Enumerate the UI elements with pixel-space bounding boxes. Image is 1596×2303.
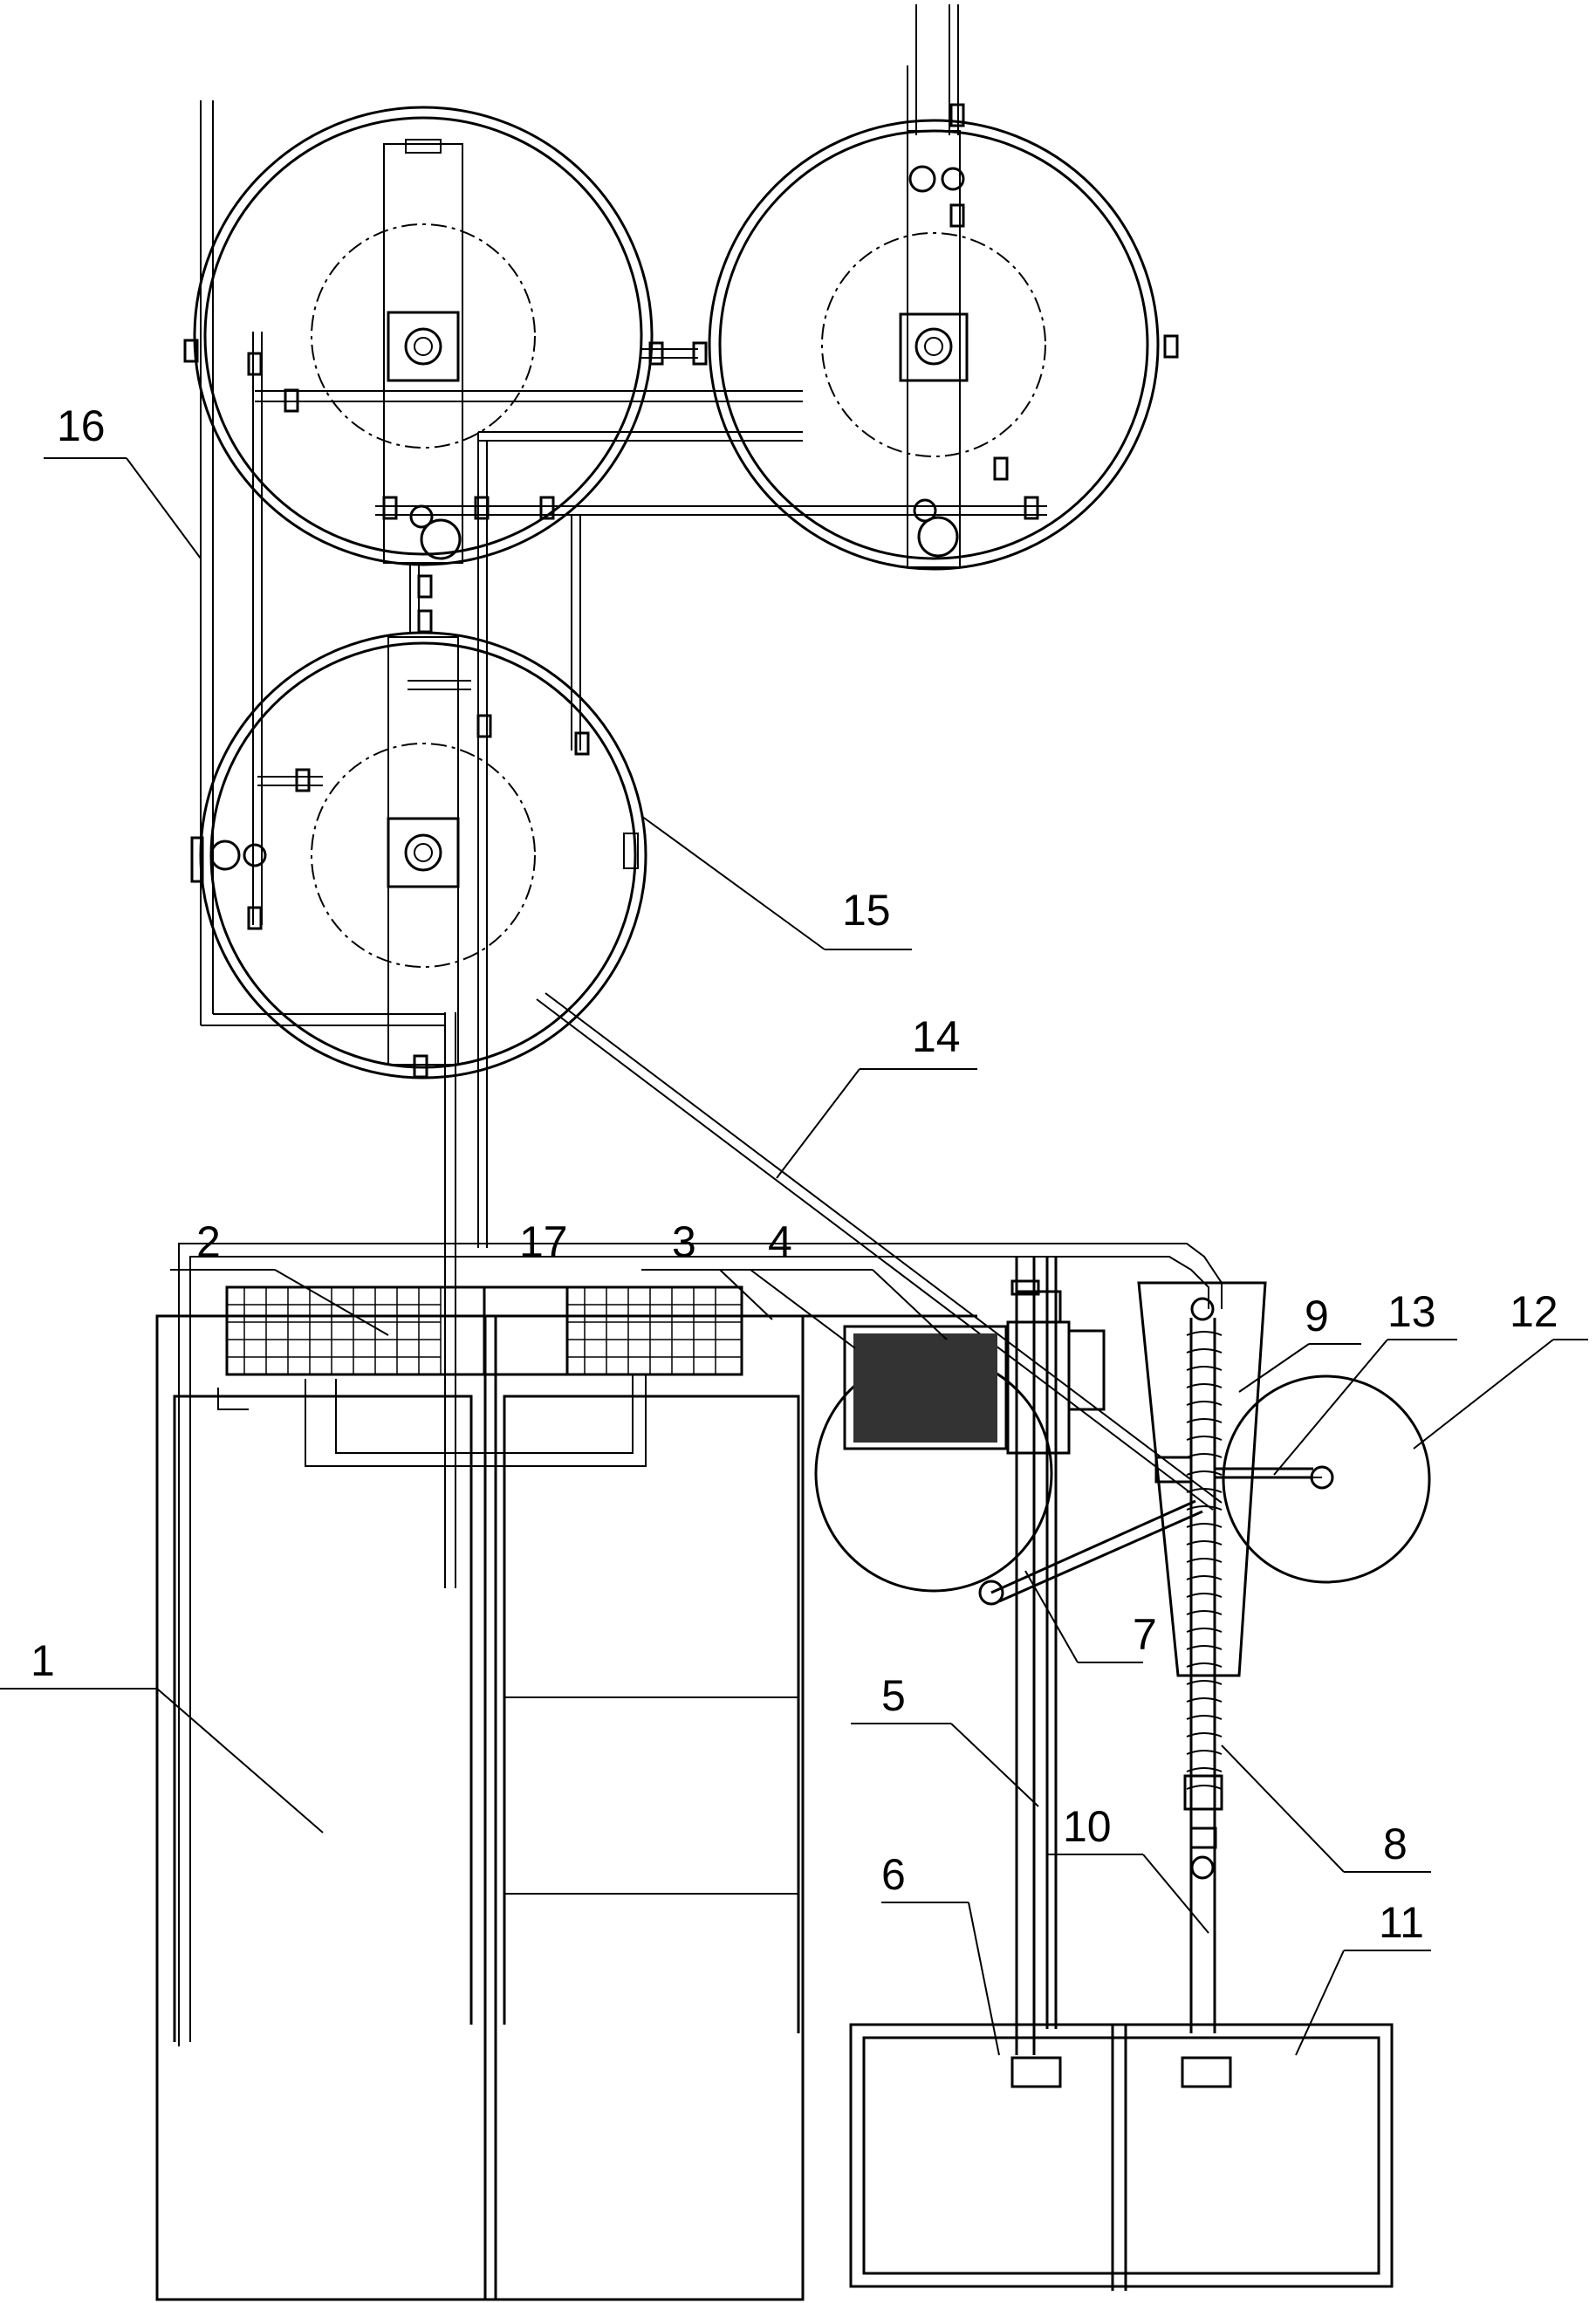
label-9: 9 [1305,1292,1329,1340]
label-11: 11 [1379,1898,1424,1947]
tank-top-right [708,4,1160,571]
label-14: 14 [912,1012,961,1061]
callout-labels: 1 2 3 4 5 6 7 8 9 10 11 12 13 14 15 16 1… [31,401,1558,1947]
label-2: 2 [196,1217,221,1266]
main-basin [155,1243,1223,2301]
tank-middle [199,631,647,1080]
label-1: 1 [31,1636,55,1685]
label-15: 15 [842,886,891,935]
label-7: 7 [1133,1610,1157,1659]
label-12: 12 [1510,1287,1558,1336]
label-16: 16 [57,401,106,450]
collection-tanks [849,2023,1394,2291]
label-17: 17 [519,1217,568,1266]
label-3: 3 [672,1217,696,1266]
filter-unit [814,1257,1203,2055]
valves [183,103,1179,1079]
label-8: 8 [1383,1820,1408,1868]
label-5: 5 [881,1671,906,1720]
funnel-separator [1137,1281,1313,2033]
label-6: 6 [881,1850,906,1899]
label-4: 4 [768,1217,792,1266]
motor-unit [1222,1374,1431,1584]
tank-top-left [193,106,803,566]
diagonal-pipe [536,992,1223,1511]
tank-piping [200,100,1047,1588]
label-10: 10 [1063,1802,1112,1851]
label-13: 13 [1387,1287,1436,1336]
leader-lines [0,457,1588,2056]
